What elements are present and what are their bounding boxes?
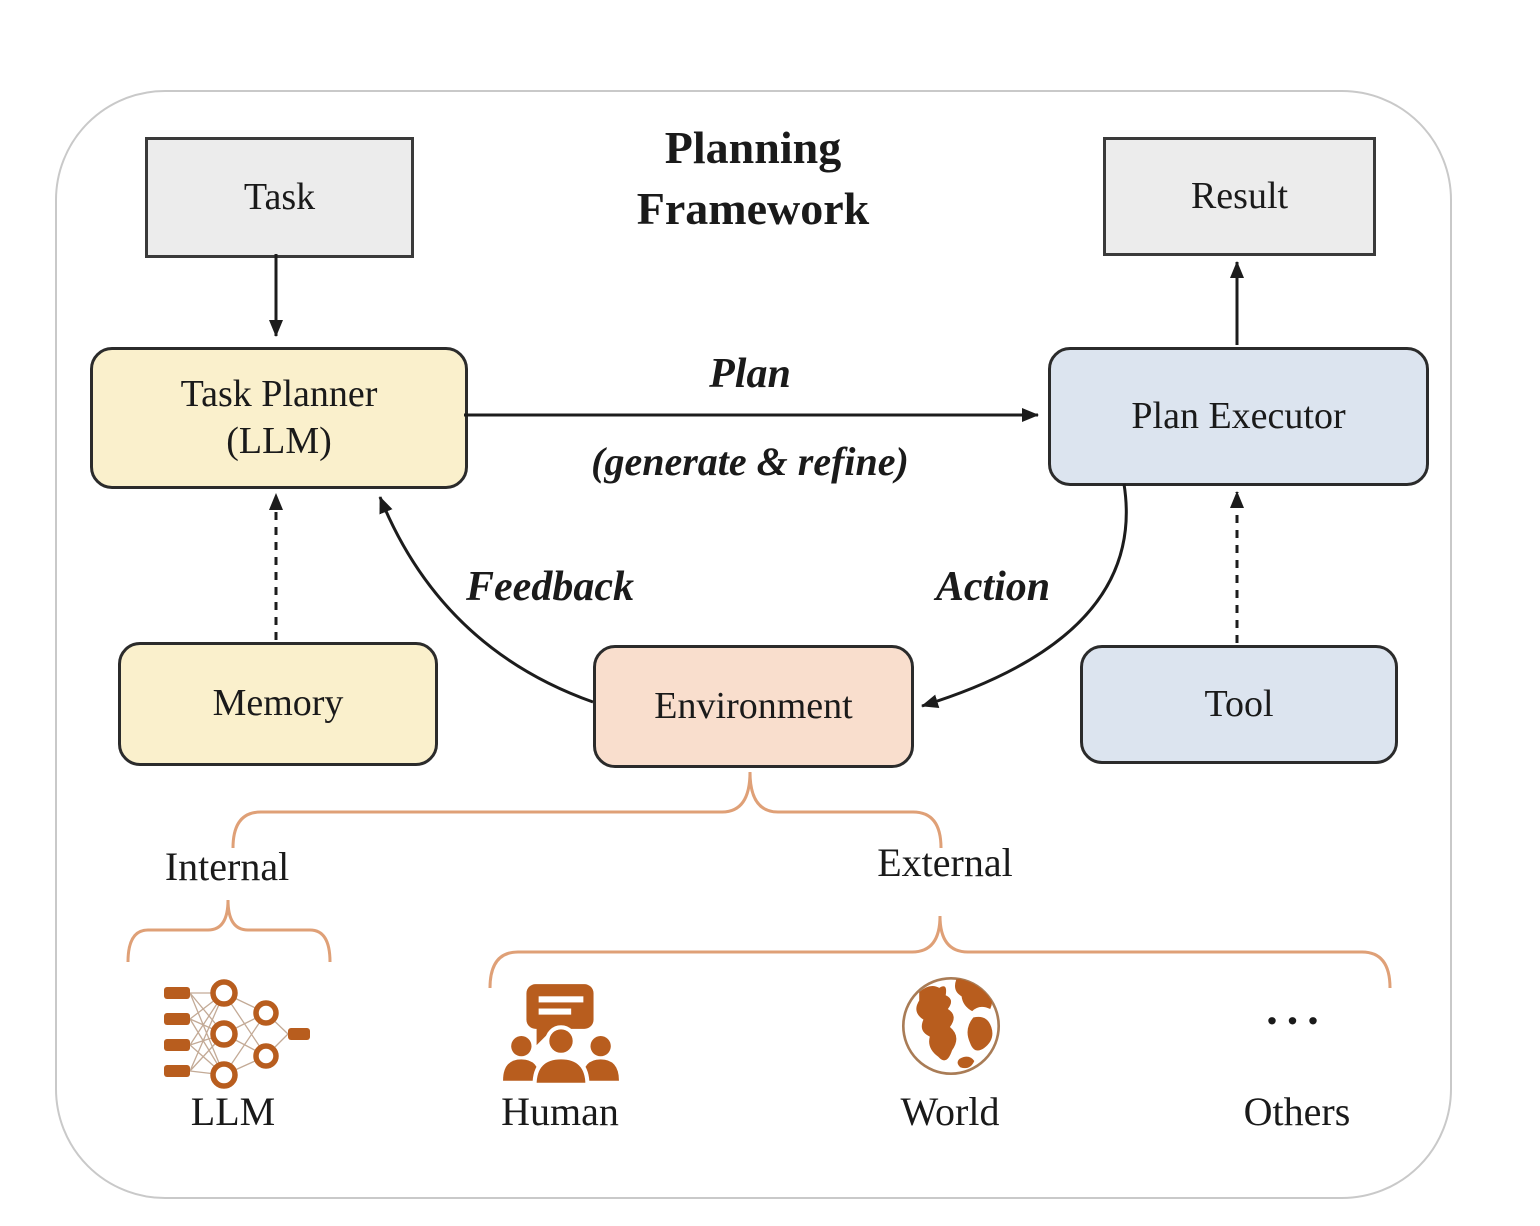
diagram-title: Planning Framework [553, 118, 953, 239]
group-external-label: External [877, 840, 1013, 885]
node-tool: Tool [1080, 645, 1398, 764]
title-line-2: Framework [636, 182, 870, 234]
neural-network-icon [162, 976, 312, 1098]
node-environment: Environment [593, 645, 914, 768]
people-chat-icon [500, 982, 622, 1094]
title-line-1: Planning [664, 122, 842, 173]
edge-feedback-label: Feedback [466, 564, 634, 610]
node-tool-label: Tool [1204, 682, 1274, 725]
item-label-world: World [900, 1089, 1000, 1134]
edge-action-label: Action [935, 564, 1051, 610]
node-memory-label: Memory [212, 682, 344, 725]
item-label-human: Human [501, 1089, 619, 1134]
group-internal-label: Internal [164, 844, 290, 889]
node-task-label: Task [243, 175, 316, 218]
node-task: Task [145, 137, 414, 258]
node-result: Result [1103, 137, 1376, 256]
item-label-llm: LLM [190, 1089, 276, 1134]
item-label-others: Others [1243, 1089, 1351, 1134]
node-environment-label: Environment [654, 684, 853, 727]
edge-plan-sublabel: (generate & refine) [591, 439, 909, 484]
node-plan-executor-label: Plan Executor [1131, 394, 1346, 437]
node-task-planner-label-1: Task Planner [180, 372, 378, 415]
node-result-label: Result [1190, 174, 1289, 217]
node-memory: Memory [118, 642, 438, 766]
node-task-planner: Task Planner (LLM) [90, 347, 468, 489]
node-plan-executor: Plan Executor [1048, 347, 1429, 486]
edge-plan-label: Plan [709, 351, 791, 397]
globe-icon [898, 973, 1004, 1079]
ellipsis-dots: ... [1266, 983, 1328, 1034]
node-task-planner-label-2: (LLM) [226, 420, 332, 462]
